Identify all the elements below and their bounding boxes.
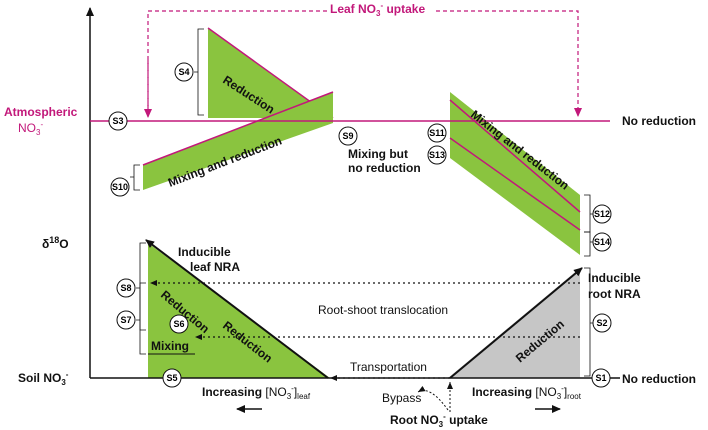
svg-text:S4: S4 bbox=[178, 67, 189, 77]
inducible-leaf-label-2: leaf NRA bbox=[190, 260, 240, 274]
bracket-s7 bbox=[136, 282, 146, 355]
svg-text:S11: S11 bbox=[429, 128, 445, 138]
soil-no3-label: Soil NO3- bbox=[18, 370, 69, 387]
scenario-s5: S5 bbox=[162, 368, 182, 388]
atmospheric-no3-label: NO3- bbox=[18, 120, 43, 137]
scenario-s1: S1 bbox=[591, 368, 611, 388]
svg-text:S3: S3 bbox=[112, 116, 123, 126]
svg-text:S2: S2 bbox=[596, 318, 607, 328]
svg-text:S13: S13 bbox=[429, 150, 445, 160]
root-reduction-triangle bbox=[448, 268, 580, 378]
leaf-uptake-label: Leaf NO3- uptake bbox=[330, 1, 425, 18]
mixing-reduction-right-edge-2 bbox=[449, 137, 581, 231]
mixing-reduction-right-edge-1 bbox=[449, 99, 581, 213]
scenario-s3: S3 bbox=[108, 111, 128, 131]
bracket-s4 bbox=[194, 28, 204, 116]
scenario-s8: S8 bbox=[116, 278, 136, 298]
root-reduction-hypotenuse bbox=[449, 267, 583, 379]
bracket-s14 bbox=[584, 231, 594, 257]
root-shoot-label: Root-shoot translocation bbox=[318, 303, 448, 317]
transportation-label: Transportation bbox=[350, 360, 427, 374]
scenario-s10: S10 bbox=[110, 177, 130, 197]
svg-text:S8: S8 bbox=[120, 283, 131, 293]
bracket-s12 bbox=[584, 194, 594, 233]
no-reduction-bottom-label: No reduction bbox=[622, 372, 696, 386]
svg-text:S1: S1 bbox=[595, 373, 606, 383]
increasing-leaf-label: Increasing [NO3-]leaf bbox=[202, 384, 311, 401]
scenario-s2: S2 bbox=[592, 313, 612, 333]
increasing-root-label: Increasing [NO3-]root bbox=[472, 384, 582, 401]
inducible-root-label-2: root NRA bbox=[588, 287, 641, 301]
svg-text:S12: S12 bbox=[594, 209, 610, 219]
svg-text:S9: S9 bbox=[342, 131, 353, 141]
no-reduction-top-label: No reduction bbox=[622, 114, 696, 128]
inducible-leaf-label-1: Inducible bbox=[178, 245, 231, 259]
mixing-no-reduction-label-2: no reduction bbox=[348, 161, 421, 175]
scenario-s12: S12 bbox=[592, 204, 612, 224]
mixing-reduction-right-band bbox=[450, 92, 580, 255]
scenario-s9: S9 bbox=[338, 126, 358, 146]
mixing-no-reduction-label-1: Mixing but bbox=[348, 147, 408, 161]
bracket-s8 bbox=[136, 242, 146, 331]
mixing-reduction-left-edge bbox=[142, 91, 334, 166]
scenario-s11: S11 bbox=[427, 123, 447, 143]
svg-text:S7: S7 bbox=[120, 315, 131, 325]
inducible-root-label-1: Inducible bbox=[588, 271, 641, 285]
y-axis-label: δ18O bbox=[42, 235, 69, 251]
bypass-label: Bypass bbox=[382, 391, 421, 405]
scenario-s4: S4 bbox=[174, 62, 194, 82]
svg-text:S10: S10 bbox=[112, 182, 128, 192]
svg-text:S6: S6 bbox=[173, 319, 184, 329]
bracket-s10 bbox=[130, 164, 140, 191]
scenario-s14: S14 bbox=[592, 232, 612, 252]
root-uptake-label: Root NO3- uptake bbox=[390, 412, 488, 429]
bypass-arrow bbox=[417, 385, 449, 411]
svg-text:S5: S5 bbox=[166, 373, 177, 383]
leaf-mixing-text: Mixing bbox=[151, 339, 189, 353]
scenario-s7: S7 bbox=[116, 310, 136, 330]
scenario-s13: S13 bbox=[427, 145, 447, 165]
mixing-reduction-left-band bbox=[143, 92, 333, 190]
leaf-reduction-hypotenuse bbox=[145, 239, 329, 379]
atmospheric-label: Atmospheric bbox=[4, 105, 78, 119]
scenario-s6: S6 bbox=[169, 314, 189, 334]
svg-text:S14: S14 bbox=[594, 237, 610, 247]
